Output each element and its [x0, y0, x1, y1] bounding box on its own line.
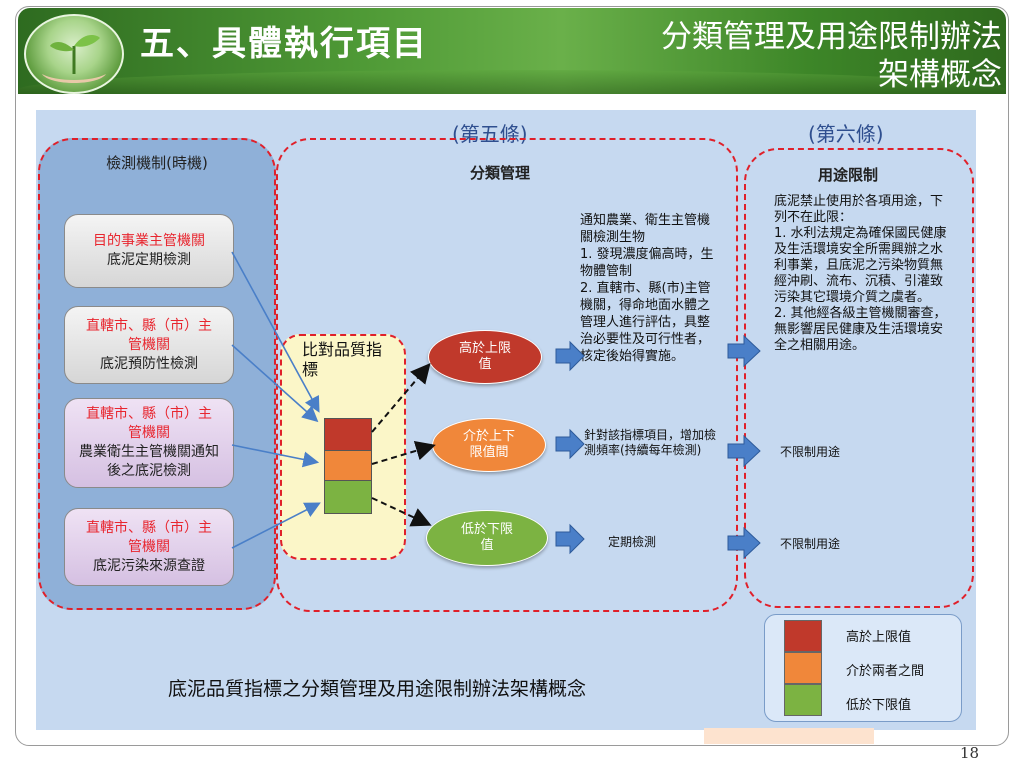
slide-title: 五、具體執行項目	[140, 24, 428, 64]
detection-box-preventive: 直轄市、縣（市）主管機關 底泥預防性檢測	[64, 306, 234, 384]
detection-box-authority: 直轄市、縣（市）主管機關	[86, 317, 212, 353]
classification-management-group	[276, 138, 738, 612]
legend-high-label: 高於上限值	[846, 630, 912, 645]
level-mid-label: 介於上下限值間	[462, 429, 515, 460]
classification-management-title: 分類管理	[470, 164, 531, 182]
sprout-icon	[42, 35, 106, 83]
legend-low-swatch	[784, 684, 822, 716]
detection-box-source: 直轄市、縣（市）主管機關 底泥污染來源查證	[64, 508, 234, 586]
compare-indicator-label: 比對品質指標	[302, 340, 383, 379]
block-arrows	[555, 334, 761, 560]
legend-mid-label: 介於兩者之間	[846, 664, 925, 679]
legend-mid-swatch	[784, 652, 822, 684]
detection-box-authority: 目的事業主管機關	[93, 233, 205, 249]
detection-box-description: 底泥定期檢測	[107, 252, 191, 268]
detection-box-description: 底泥預防性檢測	[100, 355, 198, 372]
detection-box-description: 農業衛生主管機關通知後之底泥檢測	[79, 444, 219, 479]
high-action-intro: 通知農業、衛生主管機關檢測生物	[580, 213, 711, 245]
detection-box-periodic: 目的事業主管機關 底泥定期檢測	[64, 214, 234, 288]
level-high-block	[324, 418, 372, 452]
level-low-block	[324, 480, 372, 514]
detection-box-authority: 直轄市、縣（市）主管機關	[86, 406, 212, 441]
slide-subtitle-line2: 架構概念	[878, 57, 1002, 93]
usage-restriction-intro: 底泥禁止使用於各項用途，下列不在此限：	[774, 194, 944, 225]
detection-box-notification: 直轄市、縣（市）主管機關 農業衛生主管機關通知後之底泥檢測	[64, 398, 234, 488]
diagram-caption: 底泥品質指標之分類管理及用途限制辦法架構概念	[168, 678, 587, 700]
level-mid-block	[324, 450, 372, 482]
header-banner	[18, 8, 1006, 94]
usage-restriction-item2: 2. 其他經各級主管機關審查，無影響居民健康及生活環境安全之相關用途。	[774, 306, 947, 353]
level-low-label: 低於下限值	[460, 522, 513, 553]
level-mid-ellipse: 介於上下限值間	[432, 418, 546, 472]
legend-low-label: 低於下限值	[846, 698, 912, 713]
slide-subtitle: 分類管理及用途限制辦法 架構概念	[661, 18, 1002, 94]
high-action-item2: 2. 直轄市、縣(市)主管機關，得命地面水體之管理人進行評估，具整治必要性及可行…	[580, 281, 711, 364]
article-five-label: (第五條)	[452, 122, 528, 146]
usage-restriction-group	[744, 148, 974, 608]
detection-box-description: 底泥污染來源查證	[93, 557, 205, 574]
level-low-ellipse: 低於下限值	[426, 510, 548, 566]
level-high-label: 高於上限值	[458, 341, 511, 372]
usage-restriction-title: 用途限制	[818, 166, 879, 184]
indicator-to-level-arrows	[371, 362, 436, 527]
high-level-action-text: 通知農業、衛生主管機關檢測生物 1. 發現濃度偏高時，生物體管制 2. 直轄市、…	[580, 212, 720, 365]
level-high-ellipse: 高於上限值	[428, 330, 542, 384]
mid-level-action-text: 針對該指標項目，增加檢測頻率(持續每年檢測)	[584, 428, 717, 457]
usage-restriction-text: 底泥禁止使用於各項用途，下列不在此限： 1. 水利法規定為確保國民健康及生活環境…	[774, 194, 950, 354]
detection-mechanism-title: 檢測機制(時機)	[106, 154, 208, 172]
high-action-item1: 1. 發現濃度偏高時，生物體管制	[580, 247, 714, 279]
article-six-label: (第六條)	[808, 122, 884, 146]
legend-high-swatch	[784, 620, 822, 652]
footer-accent-bar	[704, 728, 874, 744]
sprout-in-hands-icon	[24, 14, 124, 94]
usage-restriction-item1: 1. 水利法規定為確保國民健康及生活環境安全所需興辦之水利事業，且底泥之污染物質…	[774, 226, 947, 305]
detection-box-authority: 直轄市、縣（市）主管機關	[86, 519, 212, 555]
unrestricted-use-low: 不限制用途	[780, 537, 841, 551]
low-level-action-text: 定期檢測	[608, 535, 657, 549]
unrestricted-use-mid: 不限制用途	[780, 445, 841, 459]
detection-to-indicator-arrows	[231, 251, 321, 549]
slide-subtitle-line1: 分類管理及用途限制辦法	[661, 19, 1002, 55]
page-number: 18	[960, 744, 980, 762]
